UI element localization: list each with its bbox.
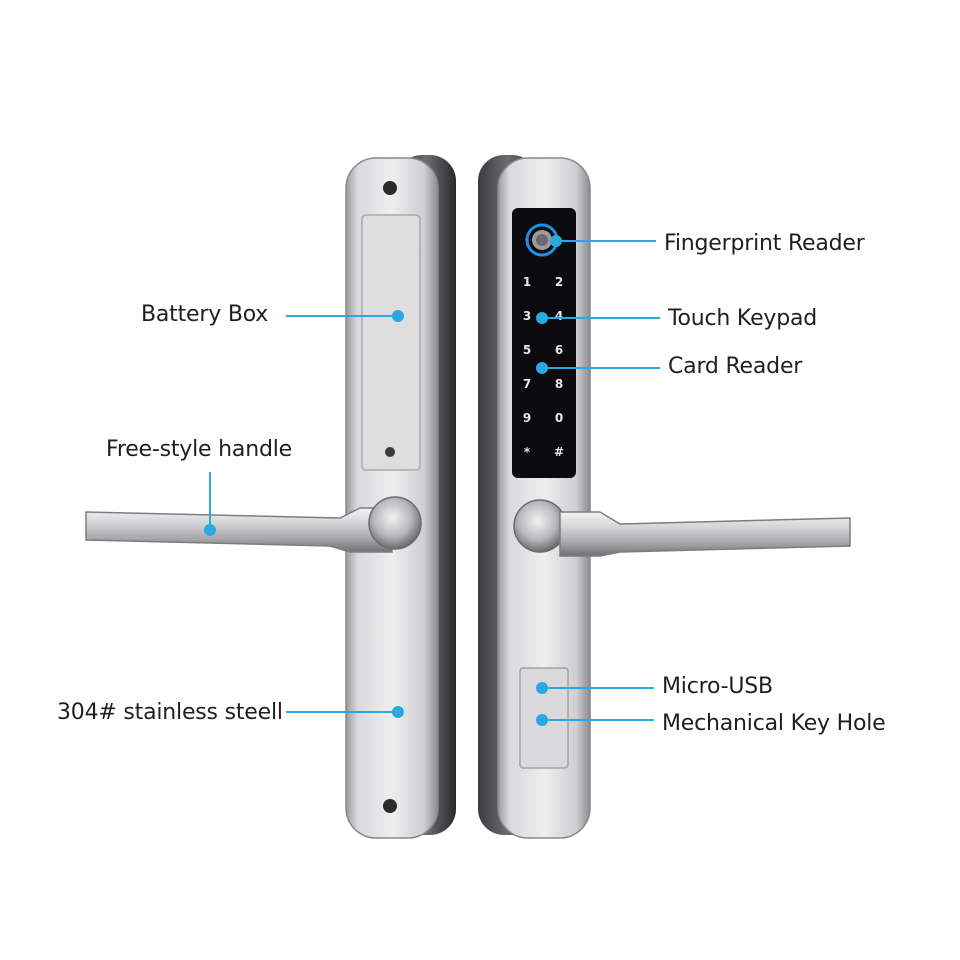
keypad-key: 4 <box>555 309 563 323</box>
battery-cover <box>361 214 421 471</box>
keypad-key: 2 <box>555 275 563 289</box>
keypad-key: 7 <box>523 377 531 391</box>
keypad-key: * <box>524 445 531 459</box>
touch-keypad-label: Touch Keypad <box>668 306 818 331</box>
keypad-key: 9 <box>523 411 531 425</box>
battery-box-label: Battery Box <box>141 302 269 327</box>
card-reader-label: Card Reader <box>668 354 803 379</box>
keypad-key: 5 <box>523 343 531 357</box>
micro-usb-label: Micro-USB <box>662 674 773 699</box>
keypad-key: # <box>554 445 564 459</box>
bottom-screw <box>383 799 397 813</box>
right-lock-panel: 1 2 3 4 5 6 7 8 9 0 * # <box>478 155 591 839</box>
keypad-keys: 1 2 3 4 5 6 7 8 9 0 * # <box>523 275 564 459</box>
left-lock-panel <box>345 155 456 839</box>
keypad-key: 0 <box>555 411 563 425</box>
free-style-handle-label: Free-style handle <box>106 437 292 462</box>
keypad-key: 3 <box>523 309 531 323</box>
stainless-steel-label: 304# stainless steell <box>57 700 283 725</box>
keypad-key: 8 <box>555 377 563 391</box>
keypad-key: 6 <box>555 343 563 357</box>
left-handle <box>85 496 422 553</box>
fingerprint-reader-label: Fingerprint Reader <box>664 231 865 256</box>
top-screw <box>383 181 397 195</box>
right-handle <box>513 499 851 557</box>
mechanical-key-hole-label: Mechanical Key Hole <box>662 711 886 736</box>
callout-lines <box>204 235 660 726</box>
keypad-panel <box>512 208 576 478</box>
keypad-key: 1 <box>523 275 531 289</box>
